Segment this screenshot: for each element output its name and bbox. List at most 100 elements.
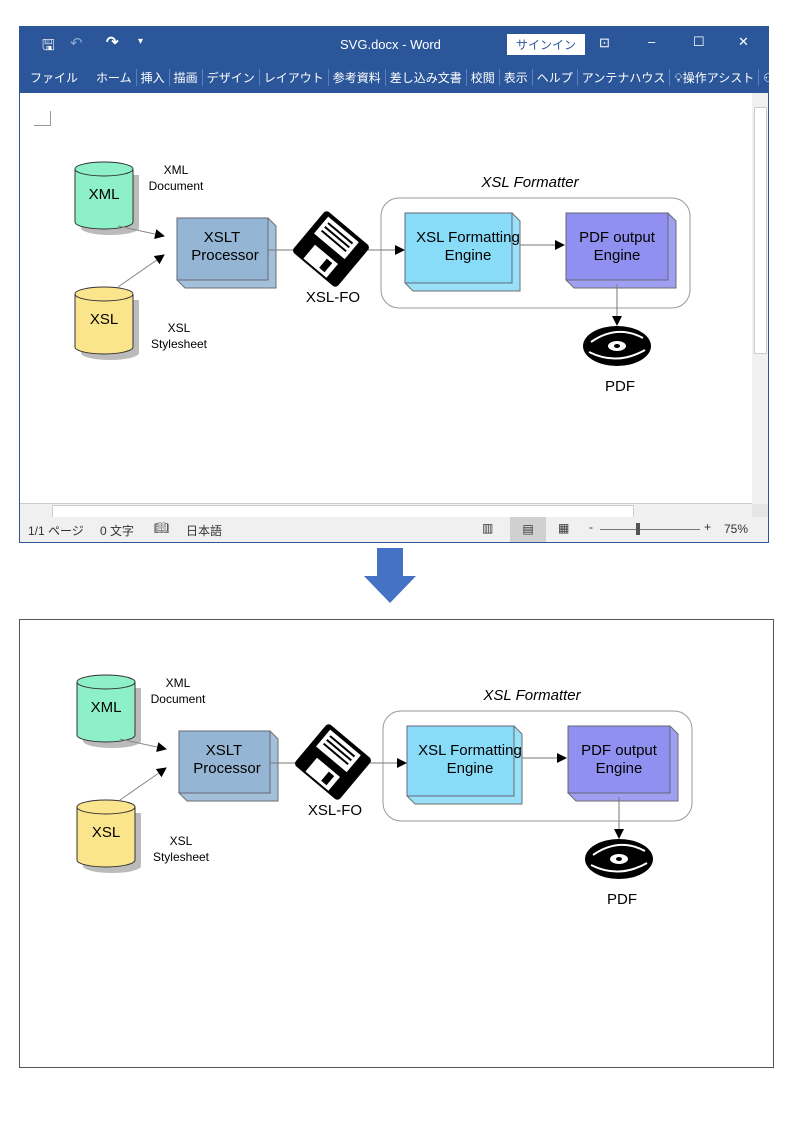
title-bar: 🖫 ↶ ↷ ▾ SVG.docx - Word サインイン ⊡ – ☐ ✕ [20, 27, 768, 61]
page-count[interactable]: 1/1 ページ [28, 524, 84, 538]
zoom-level[interactable]: 75% [724, 522, 749, 536]
pdf-engine-label: Engine [594, 247, 641, 264]
xml-label: XML [166, 676, 191, 690]
proofing-icon[interactable]: 📖︎ [154, 521, 170, 535]
tab-view[interactable]: 表示 [500, 68, 533, 86]
read-mode-icon[interactable]: ▥ [482, 521, 494, 535]
down-arrow [364, 548, 416, 603]
xsl-stylesheet-cylinder [76, 799, 141, 873]
floppy-disk-icon [293, 211, 369, 287]
print-layout-icon[interactable]: ▤ [510, 517, 546, 542]
xsl-formatter-title: XSL Formatter [480, 174, 579, 191]
xml-document-cylinder [74, 161, 139, 235]
pdf-label: PDF [607, 891, 637, 908]
xml-label: Document [151, 692, 206, 706]
window-title: SVG.docx - Word [340, 37, 441, 52]
xsl-label: XSL [170, 834, 193, 848]
tab-home[interactable]: ホーム [92, 68, 137, 86]
zoom-in-button[interactable]: + [704, 520, 712, 534]
xsl-fo-label: XSL-FO [306, 289, 360, 306]
xsl-formatter-group [380, 197, 691, 309]
arrow-xsl-to-xslt [117, 254, 165, 288]
rendered-output-frame [19, 619, 774, 1068]
formatting-engine-box [404, 212, 521, 292]
cd-disc-icon [583, 326, 651, 366]
tab-review[interactable]: 校閲 [467, 68, 500, 86]
xsl-stylesheet-cylinder [74, 286, 139, 360]
tab-help[interactable]: ヘルプ [533, 68, 578, 86]
status-bar: 1/1 ページ 0 文字 📖︎ 日本語 ▥ ▤ ▦ - + 75% [20, 517, 768, 542]
arrow-xsl-to-xslt [119, 767, 167, 801]
scroll-thumb[interactable] [754, 107, 767, 354]
xml-cylinder-label: XML [89, 186, 120, 203]
horizontal-scrollbar[interactable] [20, 503, 752, 518]
share-button[interactable]: ⚇ 共有 [763, 70, 794, 85]
xslt-label: Processor [191, 247, 259, 264]
vertical-scrollbar[interactable] [752, 93, 768, 504]
document-canvas[interactable] [20, 93, 752, 504]
pdf-engine-label: Engine [596, 760, 643, 777]
xslt-processor-box [176, 217, 277, 289]
person-icon: ⚇ [763, 70, 778, 85]
tab-insert[interactable]: 挿入 [137, 68, 170, 86]
language[interactable]: 日本語 [186, 524, 223, 538]
zoom-slider-thumb[interactable] [636, 523, 640, 535]
word-count[interactable]: 0 文字 [100, 524, 135, 538]
engine-label: XSL Formatting [416, 229, 520, 246]
arrow-xml-to-xslt [119, 738, 167, 752]
save-icon[interactable]: 🖫 [42, 37, 55, 54]
cd-disc-icon [585, 839, 653, 879]
engine-label: Engine [447, 760, 494, 777]
tab-tell-me[interactable]: 💡︎操作アシスト [670, 68, 760, 86]
maximize-button[interactable]: ☐ [693, 34, 705, 49]
pdf-engine-label: PDF output [579, 229, 656, 246]
xsl-formatter-group [382, 710, 693, 822]
pdf-engine-label: PDF output [581, 742, 658, 759]
lightbulb-icon: 💡︎ [674, 70, 683, 85]
xsl-cylinder-label: XSL [92, 824, 120, 841]
xml-label: Document [149, 179, 204, 193]
arrow-xml-to-xslt [117, 225, 165, 239]
close-button[interactable]: ✕ [738, 34, 749, 49]
xslt-label: Processor [193, 760, 261, 777]
xsl-label: XSL [168, 321, 191, 335]
xsl-cylinder-label: XSL [90, 311, 118, 328]
tab-mailings[interactable]: 差し込み文書 [386, 68, 467, 86]
undo-icon[interactable]: ↶ [70, 35, 83, 52]
xsl-label: Stylesheet [151, 337, 208, 351]
xsl-formatter-title: XSL Formatter [482, 687, 581, 704]
ribbon-display-icon[interactable]: ⊡ [599, 35, 610, 50]
xsl-label: Stylesheet [153, 850, 210, 864]
redo-icon[interactable]: ↷ [106, 34, 119, 51]
tab-draw[interactable]: 描画 [170, 68, 203, 86]
tab-antennahouse[interactable]: アンテナハウス [578, 68, 671, 86]
customize-qat-icon[interactable]: ▾ [138, 36, 144, 47]
xml-cylinder-label: XML [91, 699, 122, 716]
zoom-out-button[interactable]: - [589, 520, 593, 534]
xsl-fo-label: XSL-FO [308, 802, 362, 819]
tab-file[interactable]: ファイル [30, 70, 79, 85]
xslt-label: XSLT [206, 742, 242, 759]
tab-layout[interactable]: レイアウト [260, 68, 329, 86]
pdf-label: PDF [605, 378, 635, 395]
tab-references[interactable]: 参考資料 [329, 68, 386, 86]
floppy-disk-icon [295, 724, 371, 800]
engine-label: Engine [445, 247, 492, 264]
zoom-slider[interactable] [600, 529, 700, 530]
signin-button[interactable]: サインイン [507, 34, 586, 55]
margin-mark [34, 111, 51, 126]
web-layout-icon[interactable]: ▦ [558, 521, 570, 535]
ribbon-tabs: ファイル ホーム 挿入 描画 デザイン レイアウト 参考資料 差し込み文書 校閲… [20, 61, 794, 93]
pdf-output-engine-box [567, 725, 679, 802]
xml-label: XML [164, 163, 189, 177]
xslt-processor-box [178, 730, 279, 802]
pdf-output-engine-box [565, 212, 677, 289]
minimize-button[interactable]: – [648, 34, 656, 49]
engine-label: XSL Formatting [418, 742, 522, 759]
xslt-label: XSLT [204, 229, 240, 246]
xml-document-cylinder [76, 674, 141, 748]
tab-design[interactable]: デザイン [203, 68, 260, 86]
